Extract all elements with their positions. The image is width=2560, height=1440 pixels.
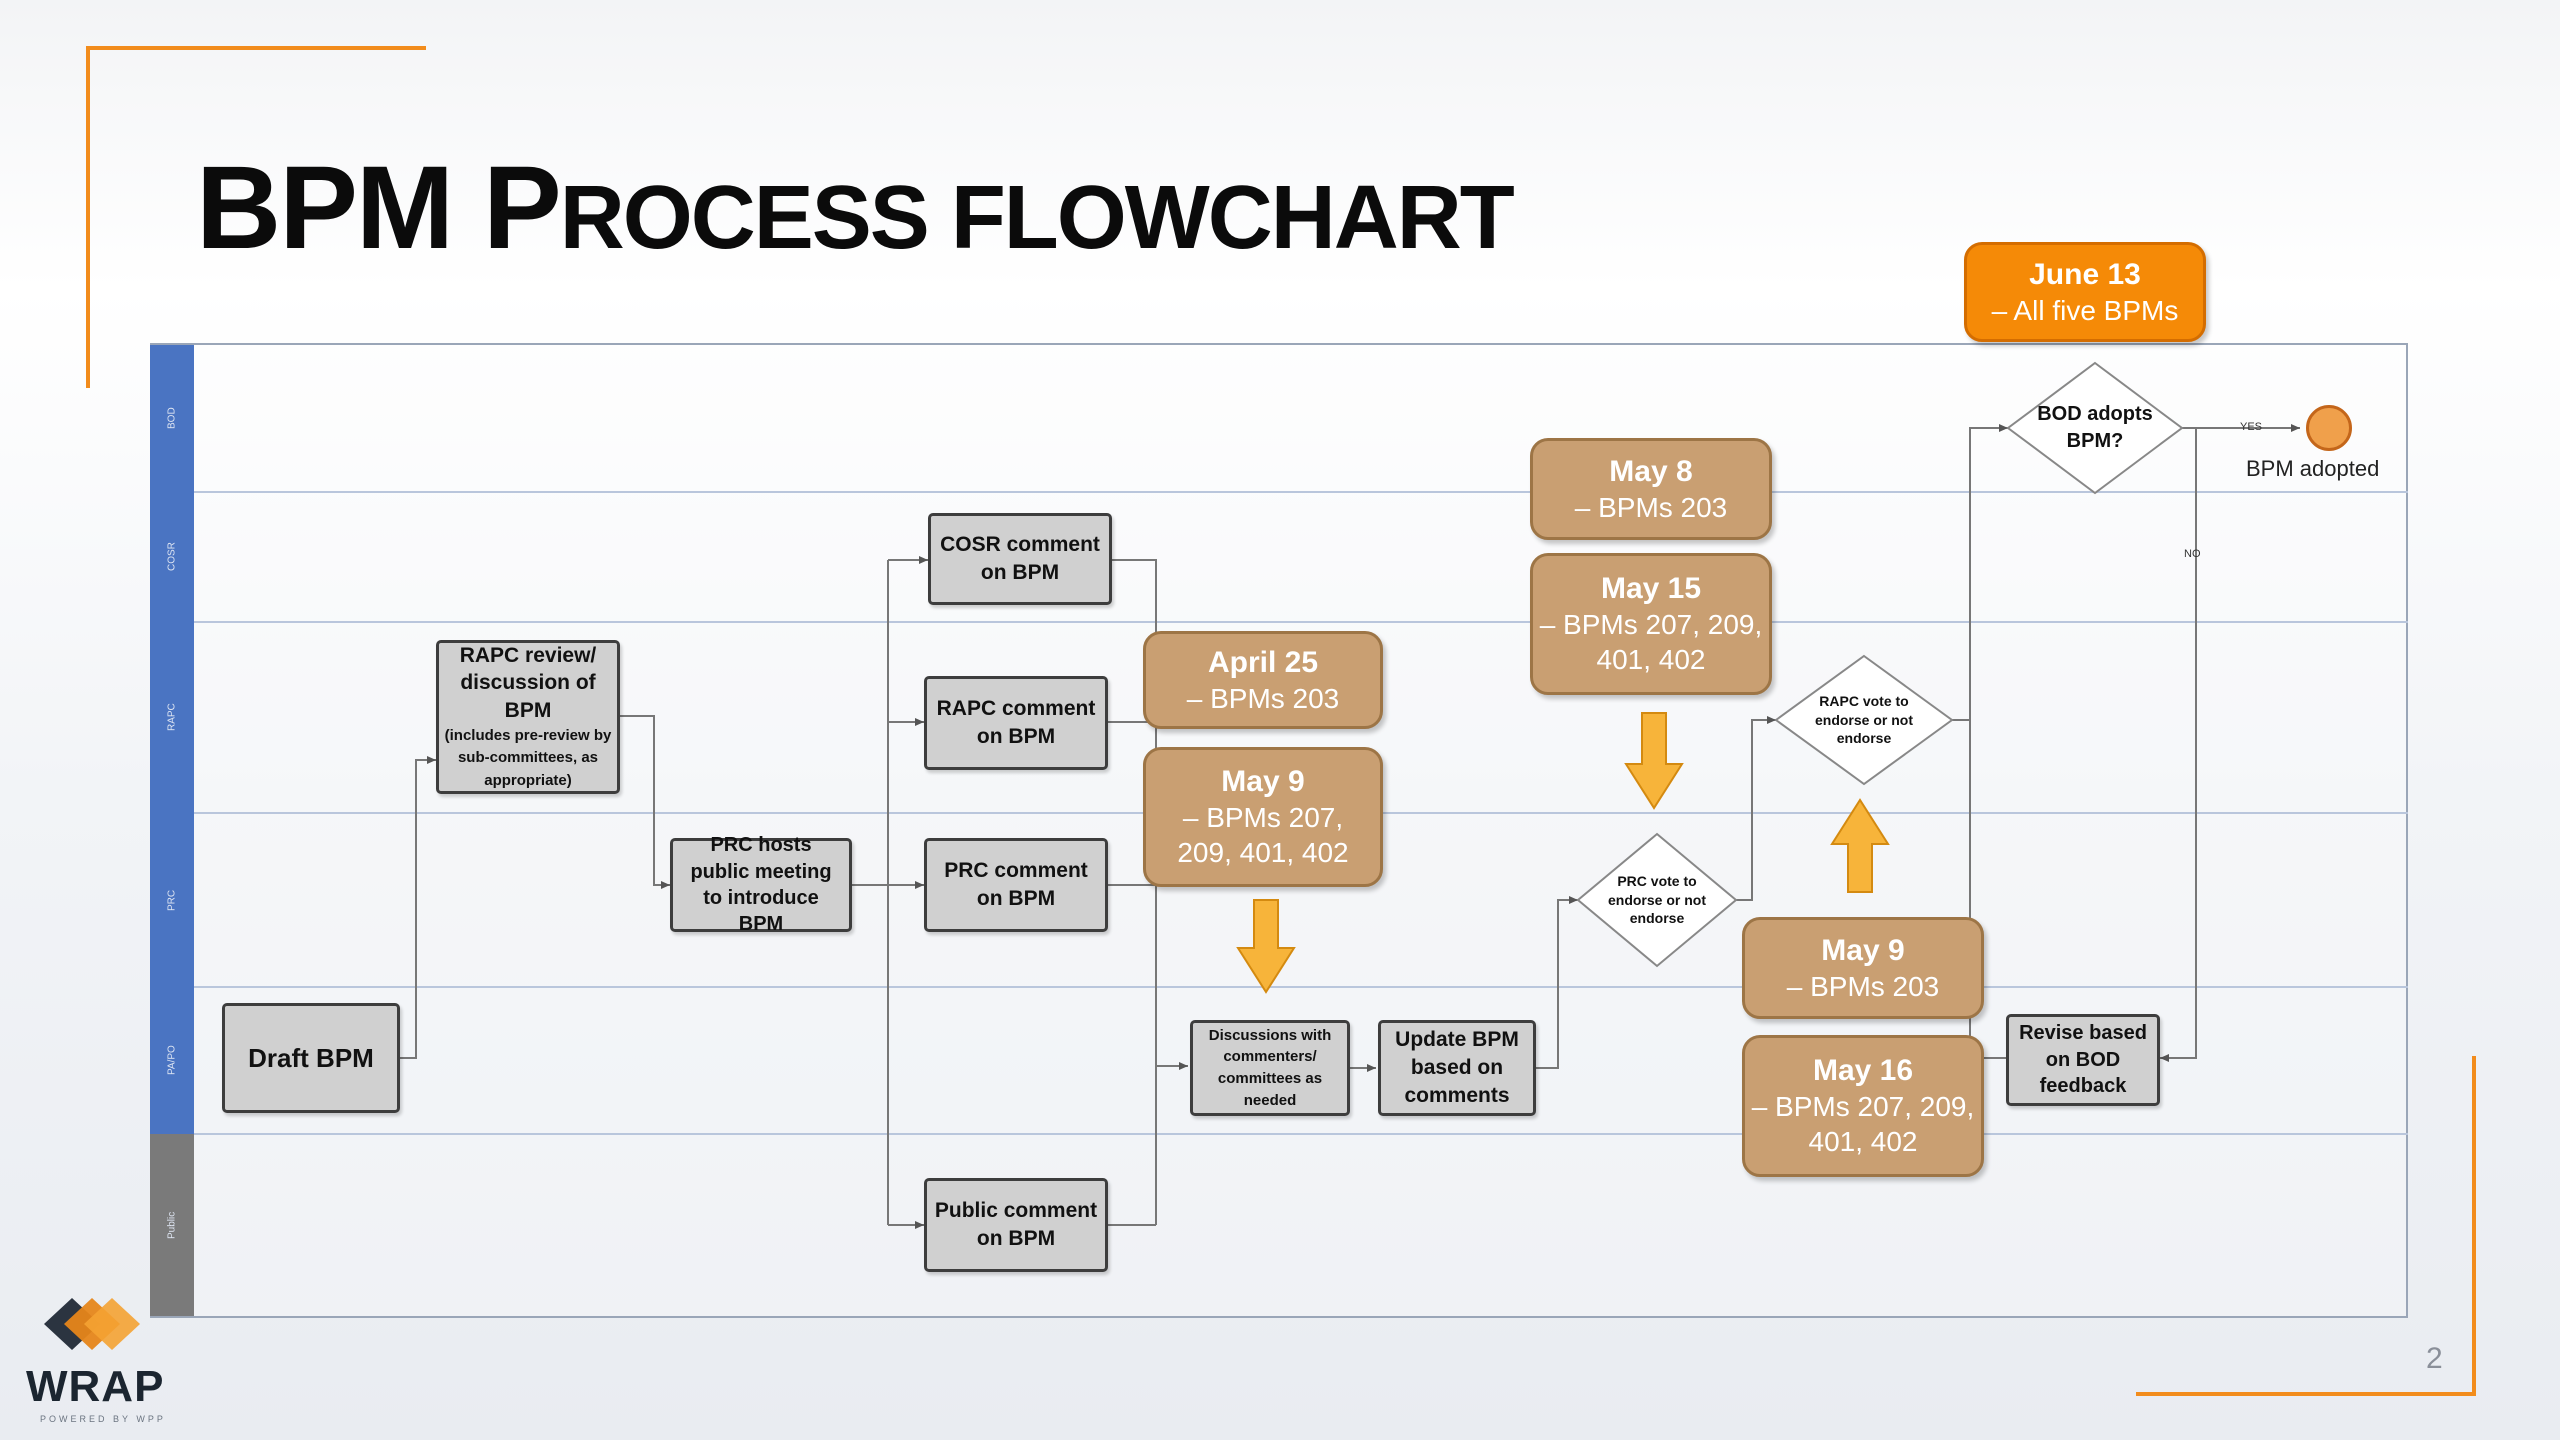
rapc-review-label: RAPC review/ discussion of BPM: [459, 643, 597, 723]
date-box-june-13: June 13 – All five BPMs: [1964, 242, 2206, 342]
diamond-rapc-vote: [1774, 654, 1954, 786]
diamond-prc-vote: [1576, 832, 1738, 968]
diamond-bod-adopts: [2006, 361, 2184, 495]
end-event-circle: [2306, 405, 2352, 451]
date-sub: – BPMs 203: [1786, 970, 1940, 1002]
date-sub: – BPMs 207, 209, 401, 402: [1539, 609, 1763, 675]
lane-header-papo: [150, 987, 194, 1134]
no-label: NO: [2184, 548, 2201, 560]
connector-prc-vote-to-rapc-vote: [1736, 716, 1776, 901]
corner-accent-top-left: [86, 46, 426, 388]
date-sub: – BPMs 203: [1186, 682, 1340, 714]
connector-rapc-to-prc: [620, 715, 670, 889]
title-letter-p: P: [483, 142, 562, 274]
rapc-review-note: (includes pre-review by sub-committees, …: [444, 726, 612, 789]
connector-draft-to-rapc: [400, 756, 436, 1059]
lane-header-public: [150, 1134, 194, 1316]
down-arrow-april: [1236, 899, 1296, 994]
date-sub: – All five BPMs: [1991, 294, 2179, 326]
rapc-review-box: RAPC review/ discussion of BPM (includes…: [436, 640, 620, 794]
title-rest: ROCESS FLOWCHART: [559, 168, 1515, 268]
prc-comment-box: PRC comment on BPM: [924, 838, 1108, 932]
yes-label: YES: [2240, 421, 2263, 433]
update-bpm-box: Update BPM based on comments: [1378, 1020, 1536, 1116]
draft-bpm-label: Draft BPM: [248, 1042, 374, 1073]
public-comment-box: Public comment on BPM: [924, 1178, 1108, 1272]
date-sub: – BPMs 207, 209, 401, 402: [1177, 802, 1349, 868]
date-title: April 25: [1207, 645, 1319, 679]
date-box-may-8: May 8 – BPMs 203: [1530, 438, 1772, 540]
date-sub: – BPMs 207, 209, 401, 402: [1751, 1091, 1975, 1157]
date-box-may-16: May 16 – BPMs 207, 209, 401, 402: [1742, 1035, 1984, 1177]
connector-merge-bus: [1155, 1062, 1188, 1225]
connector-bod-no: [2160, 427, 2197, 1062]
lane-divider: [194, 491, 2408, 493]
lane-divider: [194, 621, 2408, 623]
lane-header-prc: [150, 813, 194, 987]
logo-wordmark: WRAP: [26, 1362, 165, 1411]
date-title: May 8: [1609, 454, 1693, 488]
rapc-comment-box: RAPC comment on BPM: [924, 676, 1108, 770]
date-title: June 13: [2029, 257, 2141, 291]
up-arrow-may9: [1830, 798, 1890, 893]
draft-bpm-box: Draft BPM: [222, 1003, 400, 1113]
date-box-may-9-b: May 9 – BPMs 203: [1742, 917, 1984, 1019]
down-arrow-may15: [1624, 712, 1684, 810]
rapc-comment-label: RAPC comment on BPM: [936, 697, 1096, 748]
cosr-comment-label: COSR comment on BPM: [940, 533, 1100, 584]
connector-update-to-prc-vote: [1536, 896, 1578, 1069]
date-box-april-25: April 25 – BPMs 203: [1143, 631, 1383, 729]
title-word-bpm: BPM: [196, 142, 454, 274]
page-title: BPM PROCESS FLOWCHART: [196, 140, 1515, 276]
connector-cosr-out: [1112, 559, 1157, 1066]
date-title: May 9: [1221, 765, 1305, 798]
revise-bod-box: Revise based on BOD feedback: [2006, 1014, 2160, 1106]
prc-vote-label: PRC vote to endorse or not endorse: [1607, 872, 1706, 927]
bpm-adopted-label: BPM adopted: [2246, 456, 2380, 481]
public-comment-label: Public comment on BPM: [934, 1199, 1098, 1250]
date-box-may-15: May 15 – BPMs 207, 209, 401, 402: [1530, 553, 1772, 695]
page-number: 2: [2426, 1342, 2443, 1375]
update-bpm-label: Update BPM based on comments: [1395, 1028, 1519, 1107]
date-title: May 16: [1812, 1054, 1914, 1087]
lane-divider: [194, 986, 2408, 988]
corner-accent-bottom-right: [2136, 1056, 2476, 1396]
lane-divider: [194, 1133, 2408, 1135]
date-title: May 15: [1600, 572, 1702, 605]
lane-header-cosr: [150, 492, 194, 622]
cosr-comment-box: COSR comment on BPM: [928, 513, 1112, 605]
revise-bod-label: Revise based on BOD feedback: [2019, 1022, 2147, 1098]
logo-tagline: POWERED BY WPP: [40, 1414, 166, 1424]
date-sub: – BPMs 203: [1574, 491, 1728, 523]
date-title: May 9: [1821, 933, 1905, 967]
prc-hosts-label: PRC hosts public meeting to introduce BP…: [690, 834, 832, 936]
wrap-logo-icon: [44, 1298, 140, 1350]
prc-hosts-box: PRC hosts public meeting to introduce BP…: [670, 834, 852, 935]
discussions-label: Discussions with commenters/ committees …: [1208, 1026, 1332, 1109]
connector-rapc-vote-to-bod: [1952, 424, 2008, 721]
discussions-box: Discussions with commenters/ committees …: [1190, 1020, 1350, 1116]
lane-header-bod: [150, 345, 194, 492]
rapc-vote-label: RAPC vote to endorse or not endorse: [1814, 692, 1913, 747]
bod-adopts-label: BOD adopts BPM?: [2037, 403, 2153, 452]
prc-comment-label: PRC comment on BPM: [944, 859, 1088, 910]
date-box-may-9-a: May 9 – BPMs 207, 209, 401, 402: [1143, 747, 1383, 887]
lane-header-rapc: [150, 622, 194, 813]
